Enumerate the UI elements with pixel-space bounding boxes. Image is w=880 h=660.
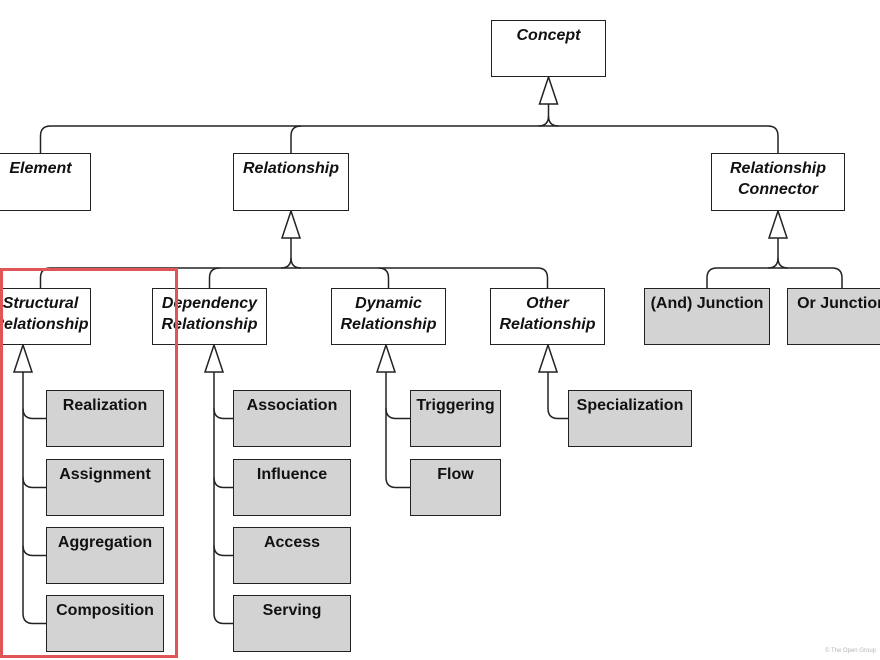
edge-stem-right-concept	[547, 115, 559, 127]
node-access: Access	[233, 527, 351, 584]
node-label: Element	[9, 160, 72, 177]
node-triggering: Triggering	[410, 390, 501, 447]
edge-branch-access	[213, 545, 233, 557]
node-label: Flow	[437, 466, 474, 483]
node-element: Element	[0, 153, 91, 211]
edge-branch-association	[213, 408, 233, 420]
node-label: Specialization	[576, 397, 684, 414]
node-association: Association	[233, 390, 351, 447]
node-specialization: Specialization	[568, 390, 692, 447]
node-label: Relationship	[242, 160, 339, 177]
edge-branch-serving	[213, 613, 233, 625]
edge-branch-triggering	[385, 408, 410, 420]
edge-stem-right-relationship-connector	[777, 257, 789, 269]
edge-drop-and-junction	[706, 267, 718, 288]
edge-branch-composition	[22, 613, 46, 625]
node-relationship: Relationship	[233, 153, 349, 211]
generalization-arrow-other-relationship	[537, 342, 559, 373]
edge-drop-dependency-relationship	[208, 267, 220, 288]
edge-branch-flow	[385, 477, 410, 489]
copyright-footer: © The Open Group	[824, 648, 876, 654]
node-label: Influence	[256, 466, 328, 483]
node-realization: Realization	[46, 390, 164, 447]
node-flow: Flow	[410, 459, 501, 516]
node-label: Aggregation	[57, 534, 153, 551]
node-and-junction: (And) Junction	[644, 288, 770, 345]
edge-stem-right-relationship	[290, 257, 302, 269]
generalization-arrow-relationship	[280, 208, 302, 239]
edge-drop-relationship-connector	[767, 125, 779, 153]
edge-drop-dynamic-relationship	[378, 267, 390, 288]
generalization-arrow-relationship-connector	[767, 208, 789, 239]
node-label: Access	[263, 534, 321, 551]
edge-drop-structural-relationship	[39, 267, 51, 288]
edge-stem-relationship-connector	[767, 238, 779, 269]
node-label: (And) Junction	[650, 295, 764, 312]
edge-stem-relationship	[280, 238, 292, 269]
node-label: Concept	[516, 27, 581, 44]
node-label: Assignment	[59, 466, 151, 483]
edge-branch-specialization	[547, 408, 568, 420]
edge-branch-influence	[213, 477, 233, 489]
node-or-junction: Or Junction	[787, 288, 880, 345]
node-label: Or Junction	[797, 295, 880, 312]
node-assignment: Assignment	[46, 459, 164, 516]
edge-branch-aggregation	[22, 545, 46, 557]
edge-drop-other-relationship	[537, 267, 549, 288]
edge-stem-concept	[538, 104, 550, 127]
node-influence: Influence	[233, 459, 351, 516]
edge-drop-relationship	[290, 125, 302, 153]
generalization-arrow-dynamic-relationship	[375, 342, 397, 373]
node-label: Triggering	[416, 397, 495, 414]
node-composition: Composition	[46, 595, 164, 652]
node-label: Composition	[56, 602, 154, 619]
node-label: Realization	[62, 397, 148, 414]
node-aggregation: Aggregation	[46, 527, 164, 584]
generalization-arrow-structural-relationship	[12, 342, 34, 373]
node-concept: Concept	[491, 20, 606, 77]
edge-drop-or-junction	[831, 267, 843, 288]
node-label: Association	[246, 397, 338, 414]
edge-branch-assignment	[22, 477, 46, 489]
node-serving: Serving	[233, 595, 351, 652]
generalization-arrow-concept	[538, 74, 559, 105]
generalization-arrow-dependency-relationship	[203, 342, 225, 373]
node-label: Serving	[262, 602, 322, 619]
edge-drop-element	[39, 125, 51, 153]
edge-branch-realization	[22, 408, 46, 420]
